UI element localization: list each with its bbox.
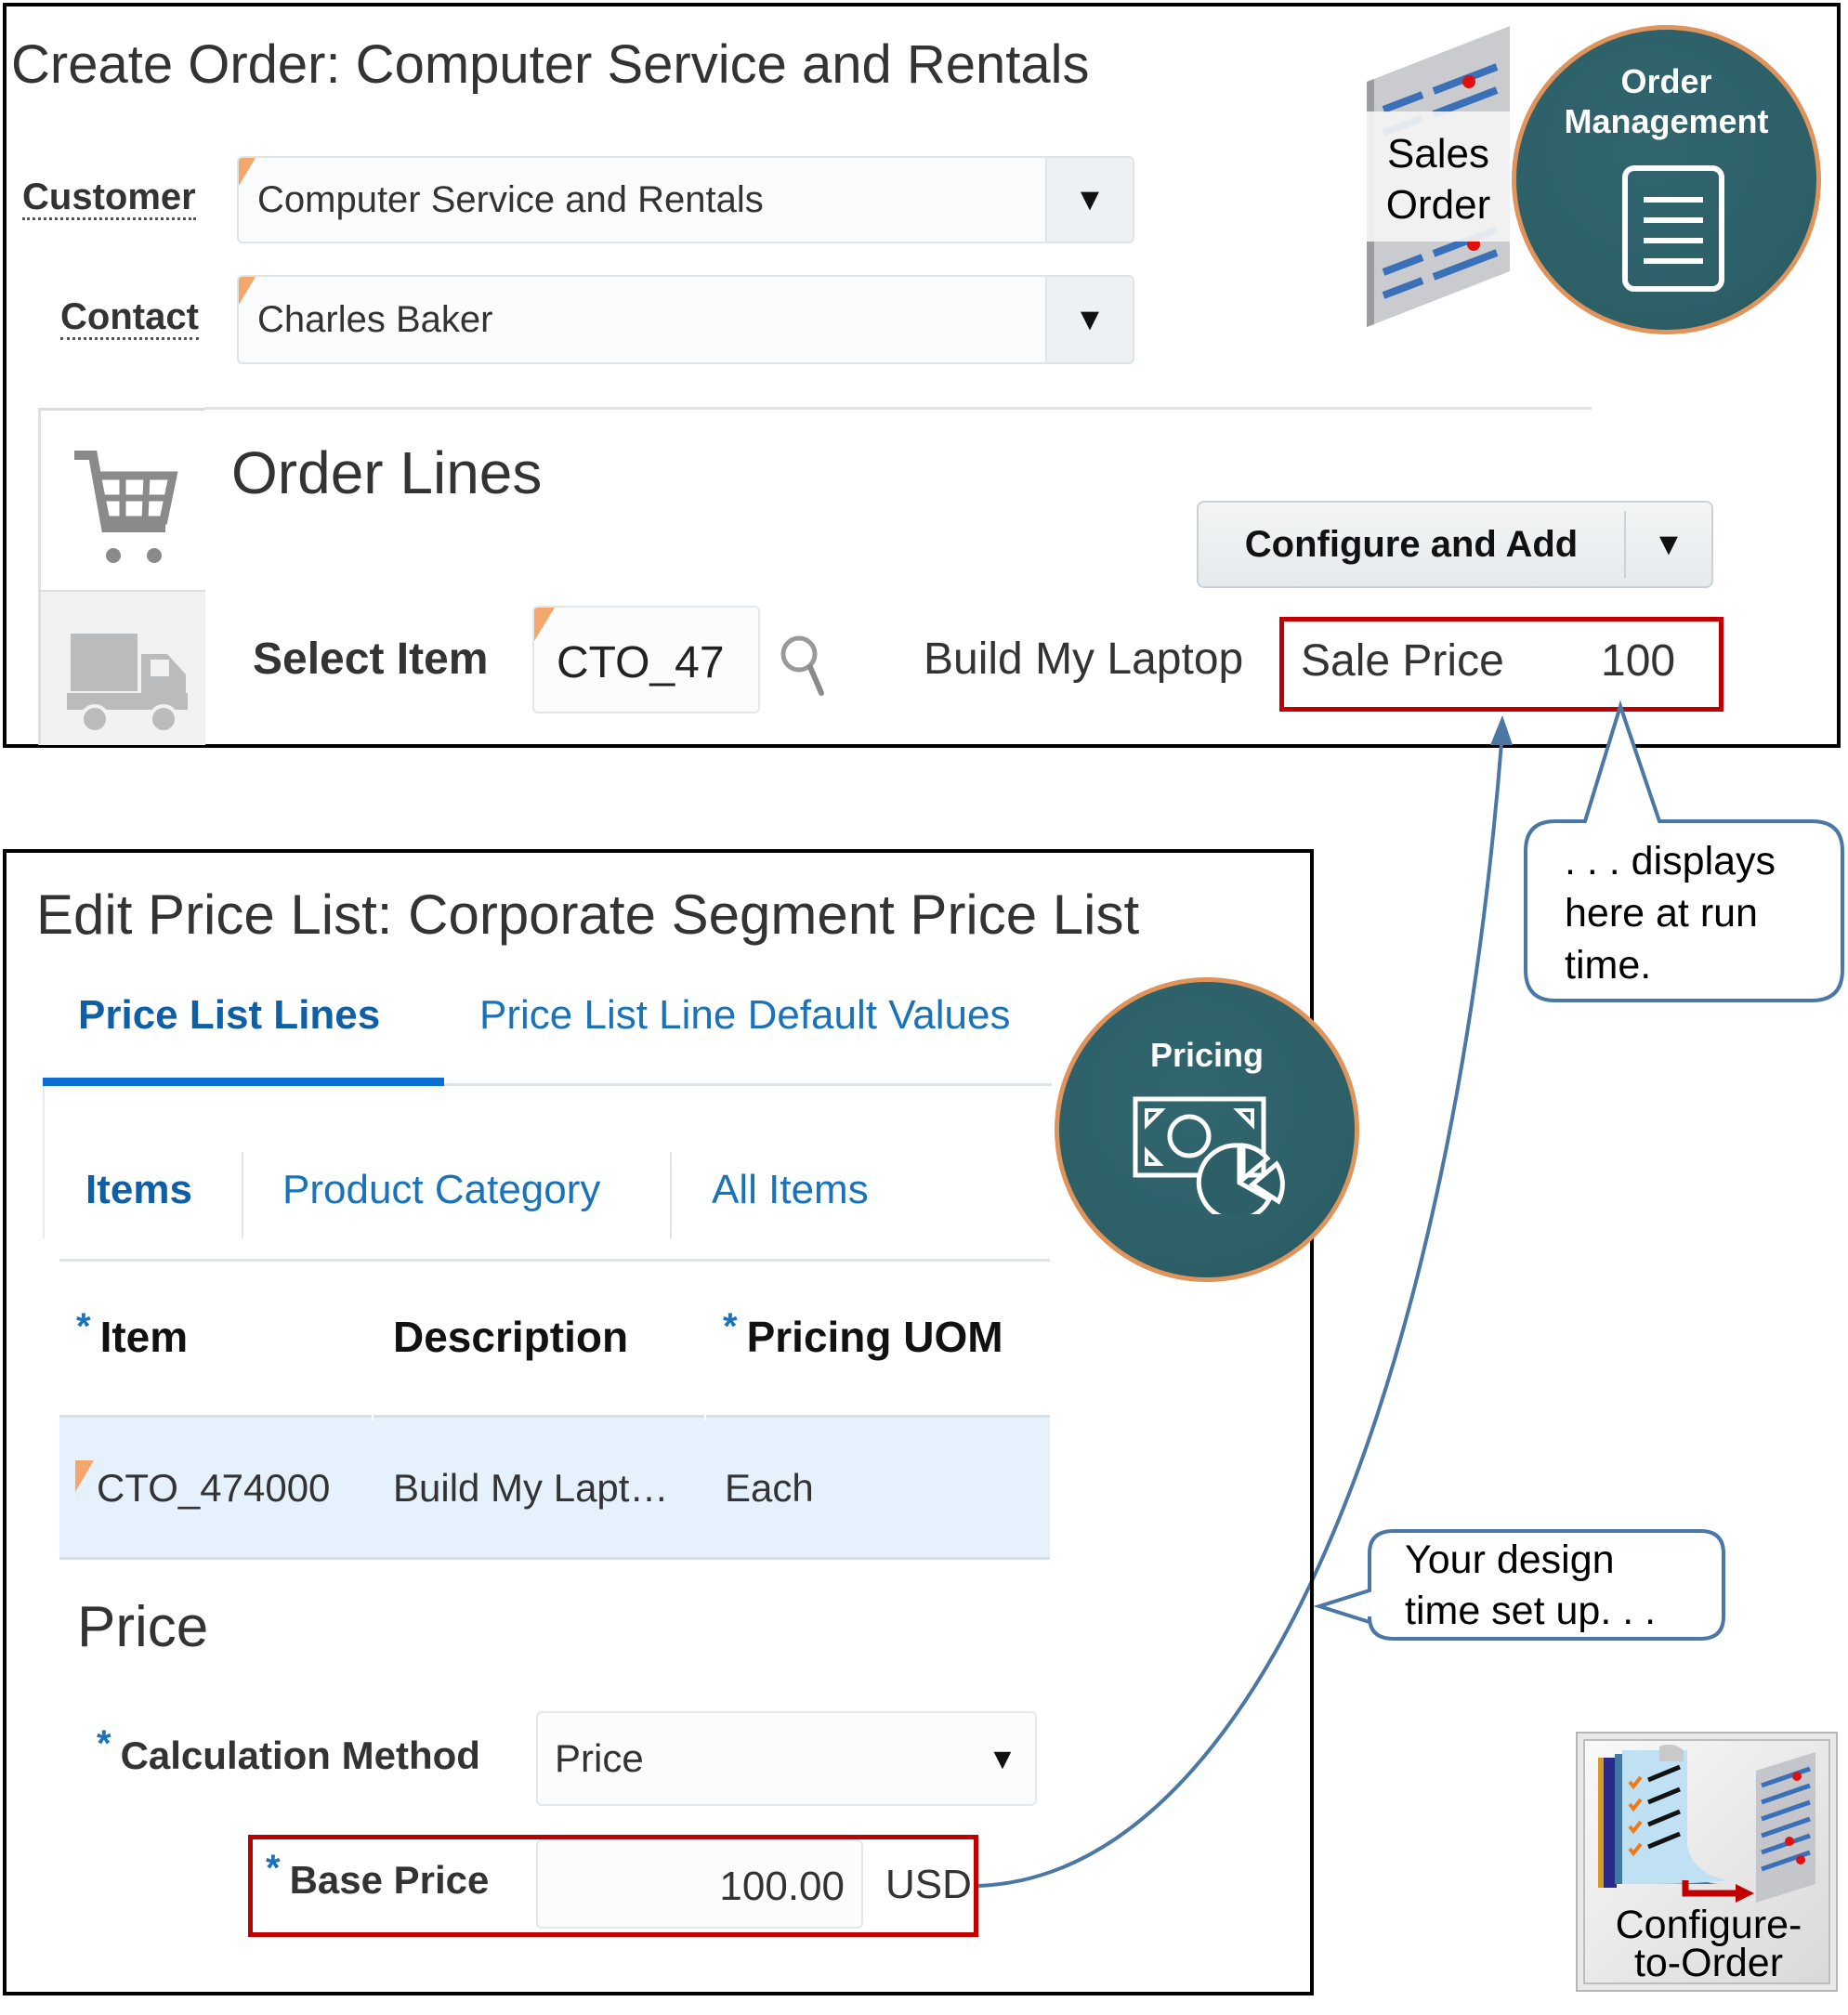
subtab-divider xyxy=(670,1152,672,1238)
runtime-callout-line2: here at run xyxy=(1565,890,1758,936)
configure-to-order-icon: Configure- to-Order xyxy=(1576,1732,1838,1992)
checklist-to-order-icon xyxy=(1598,1745,1815,1903)
tab-price-list-lines[interactable]: Price List Lines xyxy=(78,992,381,1038)
required-star-icon: * xyxy=(97,1723,111,1764)
active-tab-indicator xyxy=(43,1078,444,1086)
contact-combobox[interactable]: Charles Baker ▼ xyxy=(237,275,1134,364)
runtime-callout-line1: . . . displays xyxy=(1565,839,1776,883)
base-price-label-text: Base Price xyxy=(289,1858,490,1902)
configure-to-order-label: Configure- to-Order xyxy=(1578,1903,1840,1985)
required-flag-icon xyxy=(239,277,256,305)
design-time-callout: Your design time set up. . . xyxy=(1405,1535,1656,1637)
pricing-badge-label: Pricing xyxy=(1149,1036,1265,1074)
chevron-down-icon[interactable]: ▼ xyxy=(1045,158,1133,242)
configure-and-add-label[interactable]: Configure and Add xyxy=(1244,523,1579,565)
cto-label-line2: to-Order xyxy=(1633,1940,1784,1985)
required-star-icon: * xyxy=(76,1306,91,1347)
design-time-callout-line2: time set up. . . xyxy=(1405,1589,1657,1634)
contact-value: Charles Baker xyxy=(257,298,493,340)
cell-item: CTO_474000 xyxy=(97,1466,331,1510)
table-row[interactable]: CTO_474000 Build My Lapt… Each xyxy=(59,1415,1050,1560)
money-chart-icon xyxy=(1133,1096,1285,1214)
cto-label-line1: Configure- xyxy=(1615,1903,1802,1947)
select-item-value: CTO_47 xyxy=(557,638,725,687)
design-time-callout-line1: Your design xyxy=(1405,1537,1615,1582)
select-item-label: Select Item xyxy=(253,635,489,684)
required-flag-icon xyxy=(75,1460,94,1492)
runtime-callout-line3: time. xyxy=(1565,942,1652,988)
subtab-all-items[interactable]: All Items xyxy=(712,1167,869,1212)
cart-tab[interactable] xyxy=(38,408,205,590)
subtab-product-category[interactable]: Product Category xyxy=(282,1167,601,1212)
cell-description: Build My Lapt… xyxy=(393,1466,669,1510)
cell-pricing-uom: Each xyxy=(725,1466,814,1510)
currency-code: USD xyxy=(885,1862,972,1907)
runtime-callout: . . . displays here at run time. xyxy=(1565,836,1776,992)
subtab-items[interactable]: Items xyxy=(85,1167,192,1212)
calculation-method-select[interactable]: Price ▼ xyxy=(536,1711,1037,1806)
subtab-divider xyxy=(242,1152,243,1238)
sales-order-icon: Sales Order xyxy=(1367,26,1510,327)
customer-label: Customer xyxy=(22,177,196,220)
customer-combobox[interactable]: Computer Service and Rentals ▼ xyxy=(237,156,1134,243)
select-item-input[interactable]: CTO_47 xyxy=(532,606,760,713)
shopping-cart-icon xyxy=(74,451,178,563)
sales-order-label-line1: Sales xyxy=(1386,131,1490,177)
search-icon[interactable] xyxy=(779,634,829,699)
chevron-down-icon[interactable]: ▼ xyxy=(1045,277,1133,362)
contact-label: Contact xyxy=(60,296,199,340)
sales-order-label-line2: Order xyxy=(1385,182,1491,228)
order-lines-title: Order Lines xyxy=(231,439,543,506)
order-lines-divider xyxy=(205,407,1592,410)
tab-price-list-line-default-values[interactable]: Price List Line Default Values xyxy=(479,992,1011,1038)
sale-price-value: 100 xyxy=(1601,636,1676,686)
column-header-item-label: Item xyxy=(99,1313,189,1361)
sale-price-highlight xyxy=(1279,617,1723,712)
column-header-pricing-uom[interactable]: *Pricing UOM xyxy=(723,1306,1003,1362)
base-price-highlight xyxy=(248,1835,978,1937)
subtab-bottom-line xyxy=(59,1259,1050,1262)
configure-and-add-button[interactable]: Configure and Add ▼ xyxy=(1197,501,1713,588)
required-flag-icon xyxy=(534,608,555,641)
column-header-pricing-uom-label: Pricing UOM xyxy=(746,1313,1003,1361)
calculation-method-label-text: Calculation Method xyxy=(120,1734,480,1777)
required-flag-icon xyxy=(239,158,256,186)
base-price-input[interactable]: 100.00 xyxy=(536,1839,863,1929)
shipping-tab[interactable] xyxy=(38,590,205,745)
column-separator xyxy=(372,1415,374,1420)
required-star-icon: * xyxy=(266,1848,281,1889)
column-separator xyxy=(704,1415,706,1420)
edit-price-list-title: Edit Price List: Corporate Segment Price… xyxy=(36,883,1140,946)
column-header-description[interactable]: Description xyxy=(393,1313,629,1361)
item-description: Build My Laptop xyxy=(924,635,1244,684)
chevron-down-icon[interactable]: ▼ xyxy=(1624,511,1711,578)
edit-price-list-panel xyxy=(3,849,1314,1995)
base-price-label: *Base Price xyxy=(266,1848,490,1903)
chevron-down-icon[interactable]: ▼ xyxy=(988,1741,1017,1775)
price-section-heading: Price xyxy=(77,1595,209,1659)
column-header-item[interactable]: *Item xyxy=(76,1306,189,1362)
document-icon xyxy=(1622,165,1724,292)
tab-bar-line xyxy=(43,1083,1052,1086)
order-management-badge: Order Management xyxy=(1512,25,1821,334)
customer-value: Computer Service and Rentals xyxy=(257,178,764,220)
badge-label-line1: Order xyxy=(1620,62,1712,100)
subtab-area-border xyxy=(43,1086,45,1238)
base-price-value: 100.00 xyxy=(719,1864,845,1909)
required-star-icon: * xyxy=(723,1306,738,1347)
sales-order-icon-label: Sales Order xyxy=(1367,128,1510,230)
pricing-badge: Pricing xyxy=(1055,977,1359,1282)
truck-icon xyxy=(67,634,188,734)
badge-label-line2: Management xyxy=(1564,102,1769,141)
create-order-title: Create Order: Computer Service and Renta… xyxy=(11,34,1090,95)
calculation-method-value: Price xyxy=(555,1736,644,1780)
order-management-badge-label: Order Management xyxy=(1516,61,1816,141)
calculation-method-label: *Calculation Method xyxy=(97,1723,480,1778)
sale-price-label: Sale Price xyxy=(1301,636,1504,686)
